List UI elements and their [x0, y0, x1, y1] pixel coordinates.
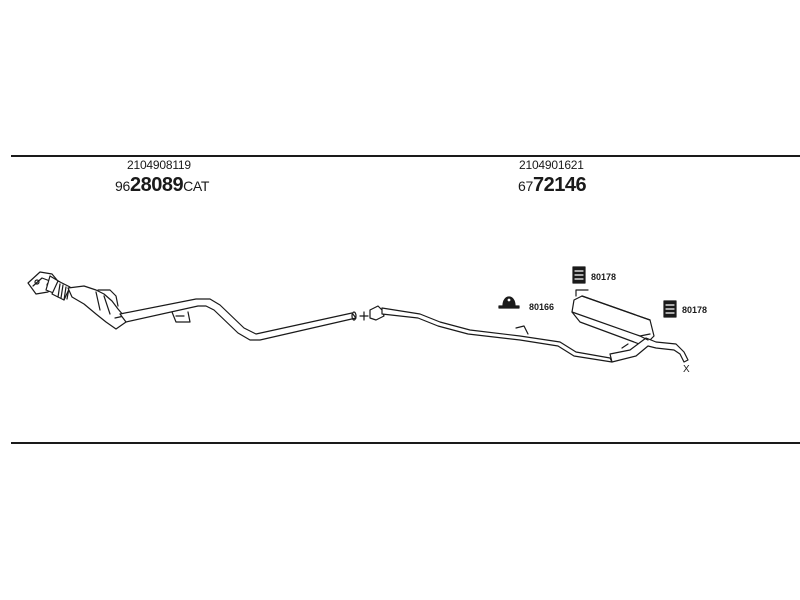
hanger-tag-80166: 80166 — [529, 302, 555, 312]
left-part-code: 9628089CAT — [115, 174, 209, 197]
right-part-code: 6772146 — [518, 174, 587, 197]
rubber-hanger-icon — [663, 300, 677, 318]
left-code-main: 28089 — [129, 174, 184, 196]
front-pipe — [119, 298, 357, 341]
top-divider-line — [11, 155, 800, 157]
left-code-prefix: 96 — [115, 178, 130, 194]
flex-joint — [45, 275, 71, 301]
hanger-tag-80178-top: 80178 — [591, 272, 617, 282]
right-part-number: 2104901621 — [519, 158, 584, 172]
joint-marker — [359, 311, 369, 321]
end-mark: X — [683, 364, 690, 375]
rubber-hanger-icon — [572, 266, 586, 284]
right-code-main: 72146 — [532, 174, 587, 196]
hanger-tag-80178-right: 80178 — [682, 305, 708, 315]
mounting-clamp-icon — [498, 296, 520, 309]
left-part-number: 2104908119 — [127, 158, 191, 172]
tailpipe — [609, 335, 689, 363]
rear-silencer — [571, 289, 655, 347]
left-code-suffix: CAT — [183, 178, 210, 194]
catalytic-converter — [67, 285, 127, 330]
right-code-prefix: 67 — [518, 178, 533, 194]
bottom-divider-line — [11, 442, 800, 444]
